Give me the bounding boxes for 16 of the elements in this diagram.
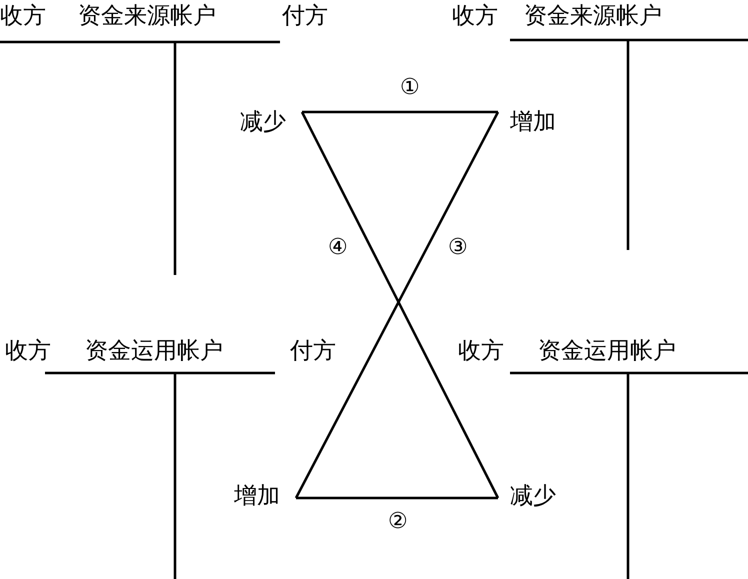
account-title: 资金来源帐户 bbox=[524, 2, 662, 30]
change-label: 减少 bbox=[240, 108, 286, 136]
credit-side-label: 付方 bbox=[290, 337, 336, 365]
debit-side-label: 收方 bbox=[452, 2, 498, 30]
change-label: 减少 bbox=[510, 482, 556, 510]
account-title: 资金运用帐户 bbox=[538, 337, 676, 365]
account-title: 资金运用帐户 bbox=[85, 337, 223, 365]
connector-line bbox=[296, 496, 498, 500]
connector-line bbox=[302, 110, 498, 114]
debit-side-label: 收方 bbox=[5, 337, 51, 365]
debit-side-label: 收方 bbox=[458, 337, 504, 365]
change-label: 增加 bbox=[234, 482, 280, 510]
debit-side-label: 收方 bbox=[0, 2, 46, 30]
credit-side-label: 付方 bbox=[282, 2, 328, 30]
account-title: 资金来源帐户 bbox=[78, 2, 216, 30]
change-label: 增加 bbox=[510, 108, 556, 136]
